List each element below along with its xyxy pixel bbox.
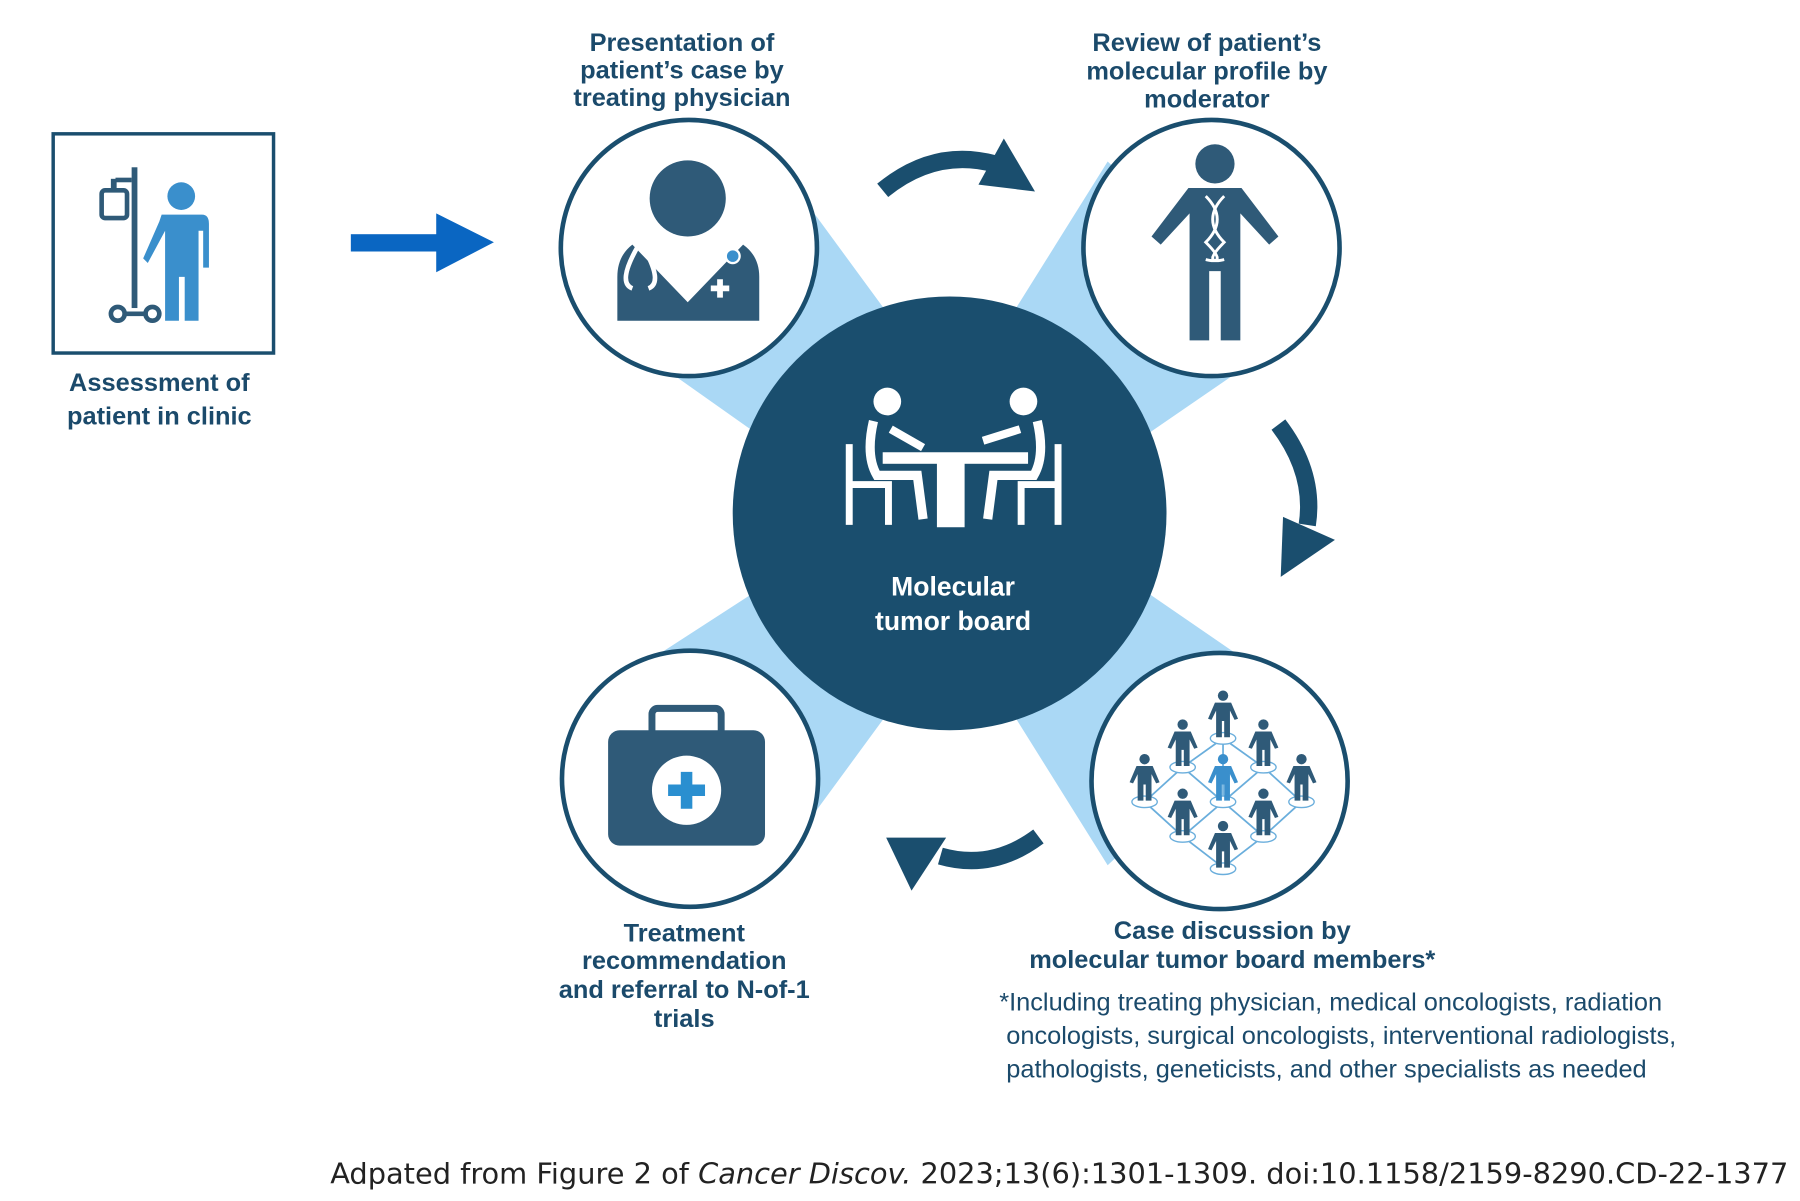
arrow-head-icon: [1280, 516, 1335, 577]
footnote-line: oncologists, surgical oncologists, inter…: [999, 1022, 1676, 1050]
citation-prefix: Adpated from Figure 2 of: [330, 1157, 698, 1191]
citation-suffix: 2023;13(6):1301-1309. doi:10.1158/2159-8…: [911, 1157, 1788, 1191]
arrow-head-icon: [978, 138, 1035, 192]
medical-kit-icon: [608, 704, 766, 846]
physician-icon: [617, 160, 760, 321]
team-member-icon: [1248, 719, 1279, 774]
team-member-icon: [1208, 753, 1239, 809]
arrow-head-icon: [886, 837, 947, 891]
team-member-icon: [1208, 690, 1239, 745]
review-label-line: molecular profile by: [1086, 58, 1327, 86]
iv-patient-icon: [99, 167, 209, 324]
presentation-label-line: patient’s case by: [580, 56, 784, 84]
discussion-label-line: Case discussion by: [1114, 917, 1351, 945]
dna-person-icon: [1151, 144, 1279, 341]
right-arrow-icon: [350, 213, 494, 273]
cycle-arrows: [877, 150, 1318, 870]
treatment-label-line: and referral to N-of-1: [559, 976, 810, 1004]
meeting-table-icon: [845, 387, 1062, 528]
presentation-label-line: treating physician: [573, 84, 790, 112]
curved-arrow-icon: [877, 150, 997, 198]
treatment-label-line: recommendation: [582, 947, 786, 975]
hub-label-line: Molecular: [891, 571, 1015, 601]
hub-label-line: tumor board: [875, 606, 1031, 636]
curved-arrow-icon: [937, 829, 1044, 870]
citation-journal: Cancer Discov.: [698, 1157, 911, 1191]
curved-arrow-icon: [1271, 419, 1318, 527]
presentation-label-line: Presentation of: [590, 29, 775, 57]
team-network-icon: [1129, 690, 1317, 876]
molecular-tumor-board-hub: Molecular tumor board: [732, 296, 1167, 731]
team-member-icon: [1248, 788, 1279, 843]
review-label-line: moderator: [1144, 85, 1270, 113]
team-member-icon: [1167, 719, 1198, 774]
footnote: *Including treating physician, medical o…: [999, 989, 1676, 1084]
review-label-line: Review of patient’s: [1092, 29, 1321, 57]
team-member-icon: [1129, 753, 1160, 809]
team-member-icon: [1208, 820, 1239, 876]
presentation-step: Presentation of patient’s case by treati…: [558, 29, 820, 379]
treatment-label-line: Treatment: [624, 919, 746, 947]
treatment-step: Treatment recommendation and referral to…: [559, 648, 821, 1033]
review-step: Review of patient’s molecular profile by…: [1081, 29, 1342, 379]
assessment-box: [51, 132, 276, 355]
discussion-label-line: molecular tumor board members*: [1029, 946, 1435, 974]
discussion-step: Case discussion by molecular tumor board…: [1029, 650, 1435, 974]
citation: Adpated from Figure 2 of Cancer Discov. …: [330, 1157, 1788, 1191]
team-member-icon: [1167, 788, 1198, 843]
treatment-label-line: trials: [654, 1005, 715, 1033]
assessment-label-line: patient in clinic: [67, 403, 252, 431]
footnote-line: pathologists, geneticists, and other spe…: [999, 1056, 1646, 1084]
assessment-label-line: Assessment of: [69, 369, 250, 397]
assessment-step: Assessment of patient in clinic: [51, 132, 276, 431]
team-member-icon: [1286, 753, 1317, 809]
footnote-line: *Including treating physician, medical o…: [999, 989, 1662, 1017]
